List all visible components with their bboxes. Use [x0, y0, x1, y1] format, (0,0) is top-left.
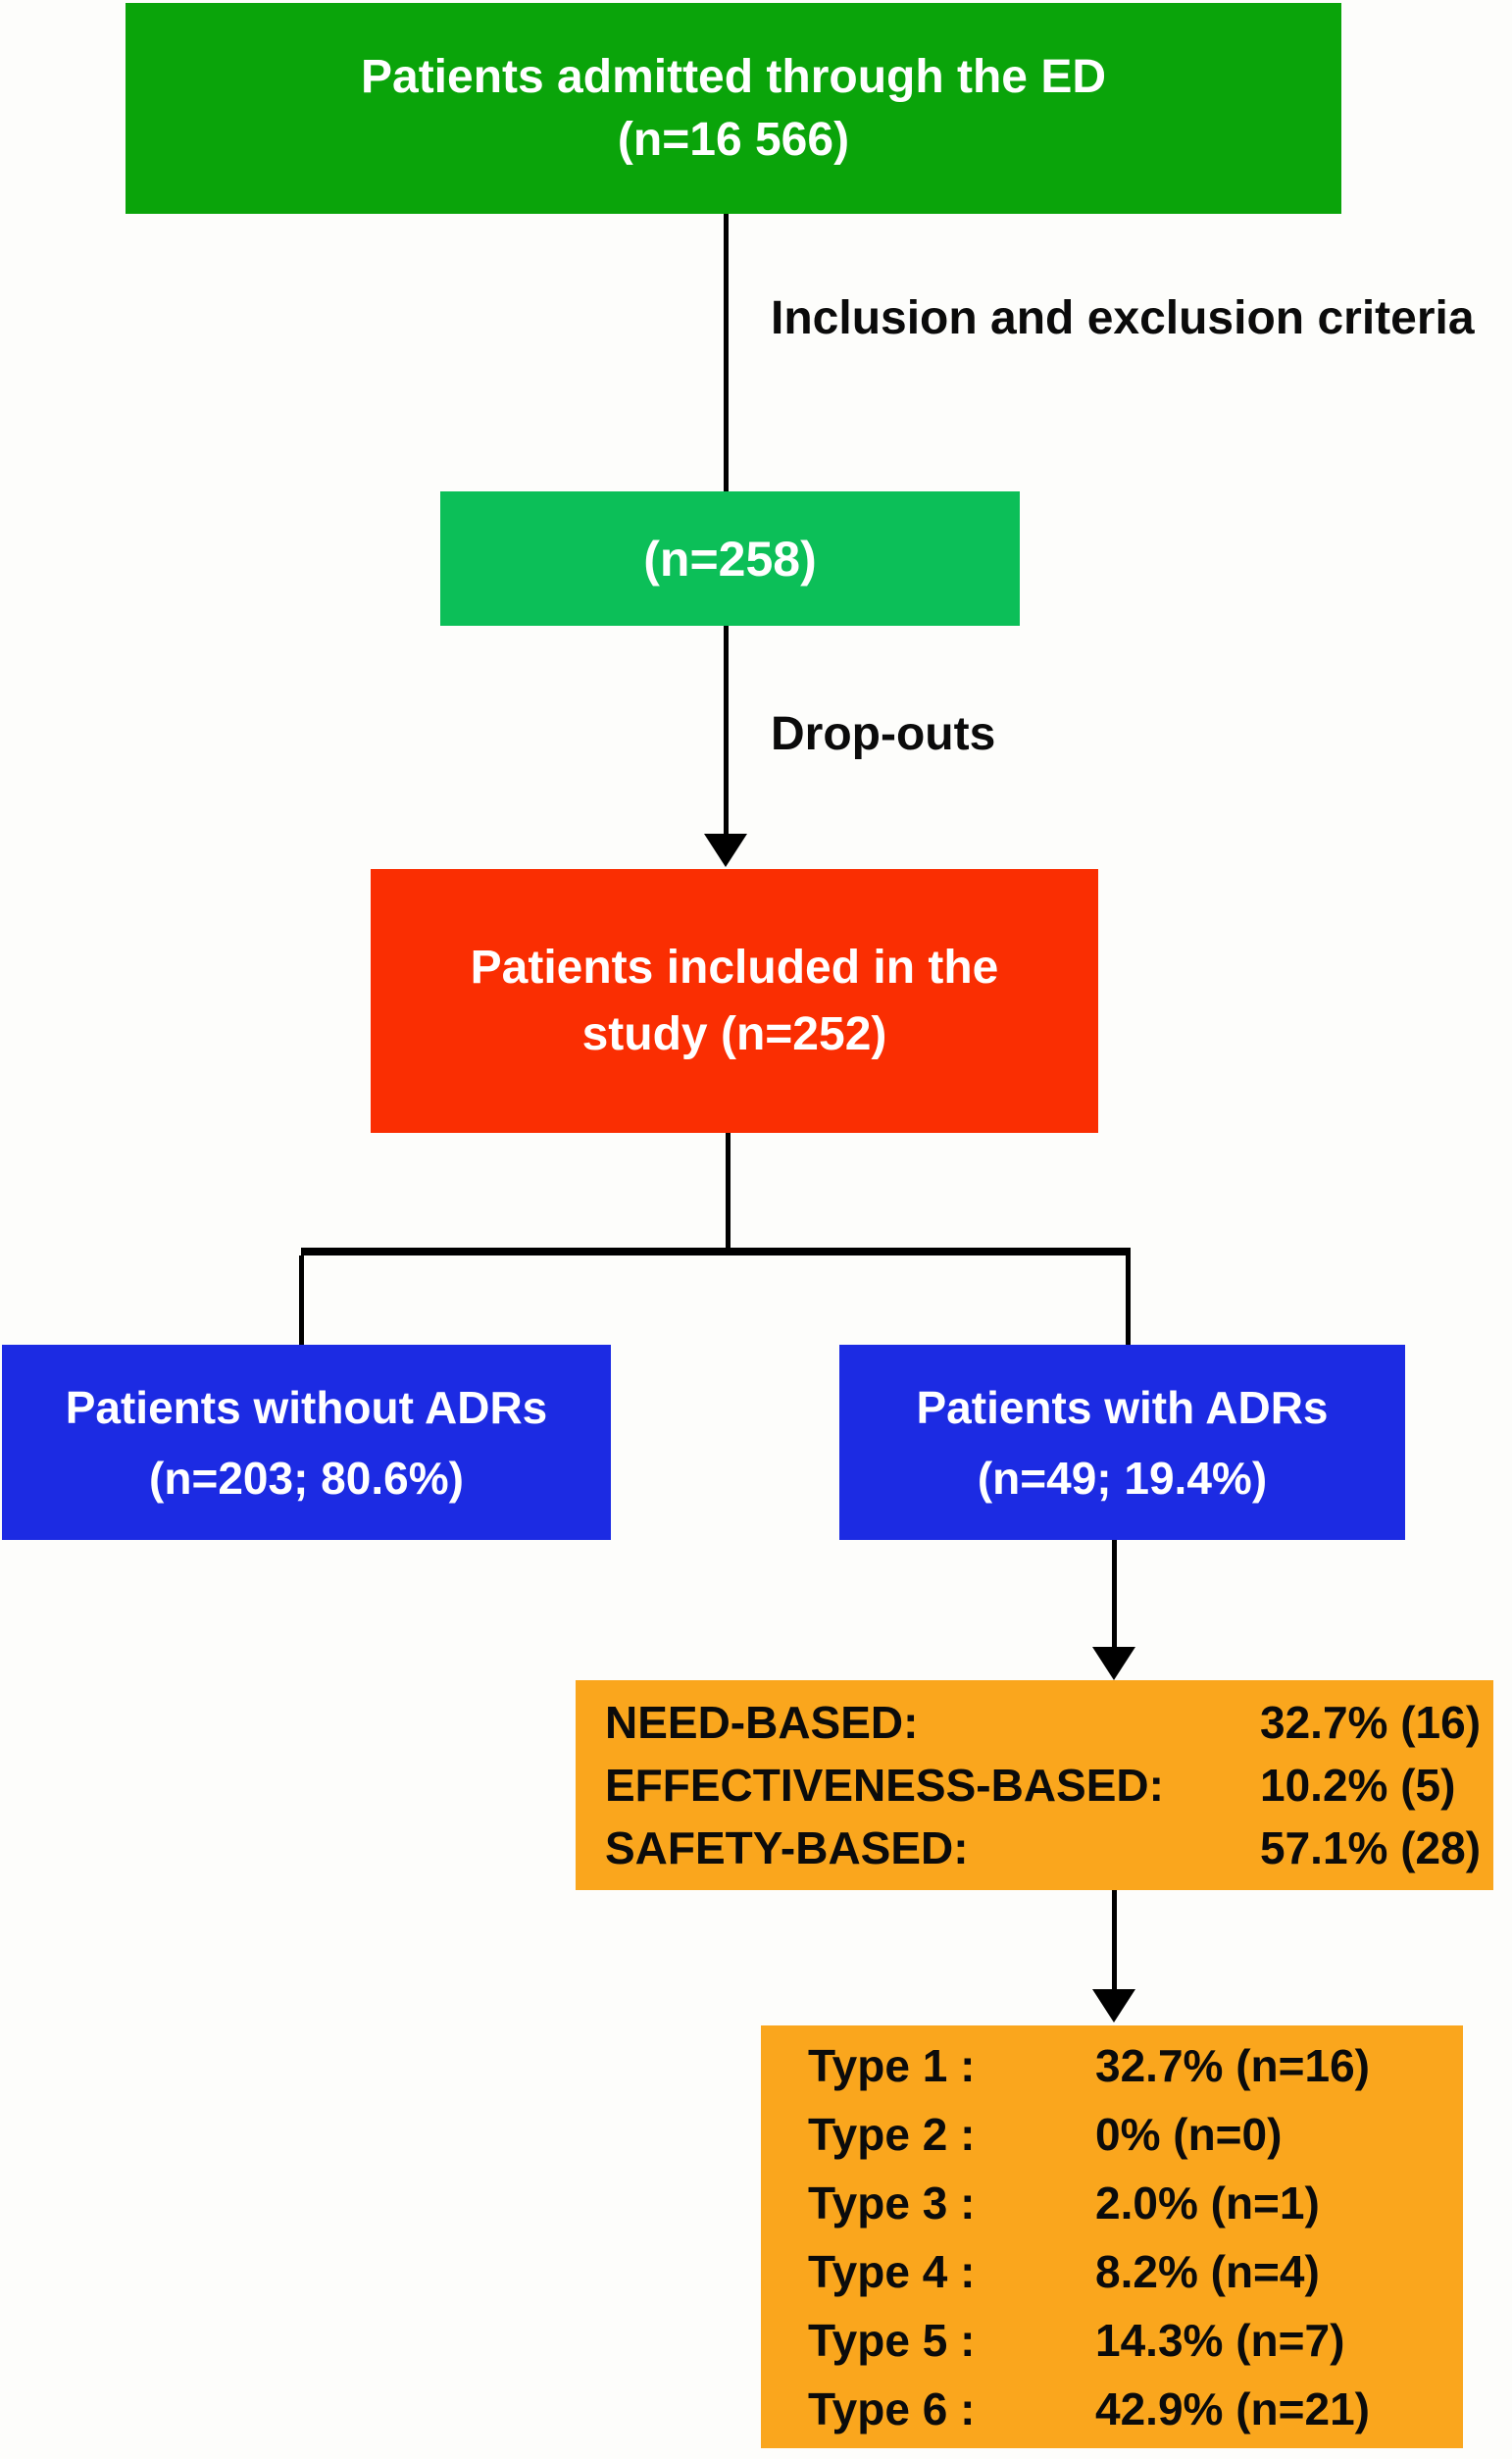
stat-label: Type 6 : — [808, 2382, 976, 2434]
without-adrs-line2: (n=203; 80.6%) — [149, 1452, 464, 1504]
connector-excluded-to-included — [724, 626, 729, 836]
included-box-line2: study (n=252) — [581, 1007, 887, 1060]
connector-branch-to-with-adrs — [1126, 1255, 1131, 1345]
down-arrowhead-icon — [1092, 1989, 1135, 2023]
stat-row-type-4: Type 4 : 8.2% (n=4) — [761, 2237, 1463, 2306]
included-box-line1: Patients included in the — [470, 941, 999, 994]
inclusion-note-line2: criteria — [1317, 292, 1475, 344]
dropouts-note: Drop-outs — [771, 708, 996, 760]
stat-value: 14.3% (n=7) — [1095, 2314, 1345, 2366]
included-in-study-box: Patients included in the study (n=252) — [371, 869, 1098, 1133]
stat-label: Type 5 : — [808, 2314, 976, 2366]
stat-value: 32.7% (16) — [1260, 1697, 1482, 1748]
stat-label: Type 2 : — [808, 2108, 976, 2160]
connector-branch-to-without-adrs — [299, 1255, 304, 1345]
admitted-box-line2: (n=16 566) — [617, 113, 850, 166]
admitted-box-line1: Patients admitted through the ED — [360, 50, 1107, 103]
stat-row-type-1: Type 1 : 32.7% (n=16) — [761, 2031, 1463, 2100]
patients-without-adrs-box: Patients without ADRs (n=203; 80.6%) — [2, 1345, 611, 1540]
stat-row-type-5: Type 5 : 14.3% (n=7) — [761, 2306, 1463, 2375]
stat-value: 32.7% (n=16) — [1095, 2039, 1370, 2091]
stat-value: 57.1% (28) — [1260, 1822, 1482, 1873]
connector-with-adrs-to-basis — [1112, 1540, 1117, 1649]
excluded-box-label: (n=258) — [643, 531, 817, 587]
stat-label: Type 3 : — [808, 2177, 976, 2228]
stat-value: 42.9% (n=21) — [1095, 2382, 1370, 2434]
patients-with-adrs-box: Patients with ADRs (n=49; 19.4%) — [839, 1345, 1405, 1540]
down-arrowhead-icon — [704, 834, 747, 867]
stat-label: Type 4 : — [808, 2245, 976, 2297]
stat-label: NEED-BASED: — [605, 1697, 919, 1748]
stat-row-safety-based: SAFETY-BASED: 57.1% (28) — [576, 1817, 1493, 1879]
with-adrs-line1: Patients with ADRs — [916, 1381, 1329, 1433]
inclusion-exclusion-note: Inclusion and exclusion criteria — [771, 286, 1475, 351]
stat-label: SAFETY-BASED: — [605, 1822, 969, 1873]
stat-row-type-2: Type 2 : 0% (n=0) — [761, 2100, 1463, 2169]
down-arrowhead-icon — [1092, 1647, 1135, 1680]
connector-admitted-to-excluded — [724, 214, 729, 491]
adr-basis-box: NEED-BASED: 32.7% (16) EFFECTIVENESS-BAS… — [576, 1680, 1493, 1890]
inclusion-note-line1: Inclusion and exclusion — [771, 292, 1305, 344]
without-adrs-line1: Patients without ADRs — [65, 1381, 548, 1433]
connector-basis-to-types — [1112, 1890, 1117, 1991]
branch-horizontal-line — [301, 1248, 1131, 1255]
connector-included-to-branch — [726, 1133, 731, 1248]
stat-value: 2.0% (n=1) — [1095, 2177, 1320, 2228]
stat-row-need-based: NEED-BASED: 32.7% (16) — [576, 1691, 1493, 1754]
excluded-n258-box: (n=258) — [440, 491, 1020, 626]
stat-value: 10.2% (5) — [1260, 1760, 1456, 1811]
stat-label: EFFECTIVENESS-BASED: — [605, 1760, 1164, 1811]
stat-row-type-3: Type 3 : 2.0% (n=1) — [761, 2169, 1463, 2237]
stat-row-type-6: Type 6 : 42.9% (n=21) — [761, 2375, 1463, 2443]
admitted-through-ed-box: Patients admitted through the ED (n=16 5… — [126, 3, 1341, 214]
with-adrs-line2: (n=49; 19.4%) — [977, 1452, 1268, 1504]
adr-types-box: Type 1 : 32.7% (n=16) Type 2 : 0% (n=0) … — [761, 2025, 1463, 2448]
stat-value: 8.2% (n=4) — [1095, 2245, 1320, 2297]
stat-row-effectiveness-based: EFFECTIVENESS-BASED: 10.2% (5) — [576, 1754, 1493, 1817]
stat-value: 0% (n=0) — [1095, 2108, 1283, 2160]
stat-label: Type 1 : — [808, 2039, 976, 2091]
